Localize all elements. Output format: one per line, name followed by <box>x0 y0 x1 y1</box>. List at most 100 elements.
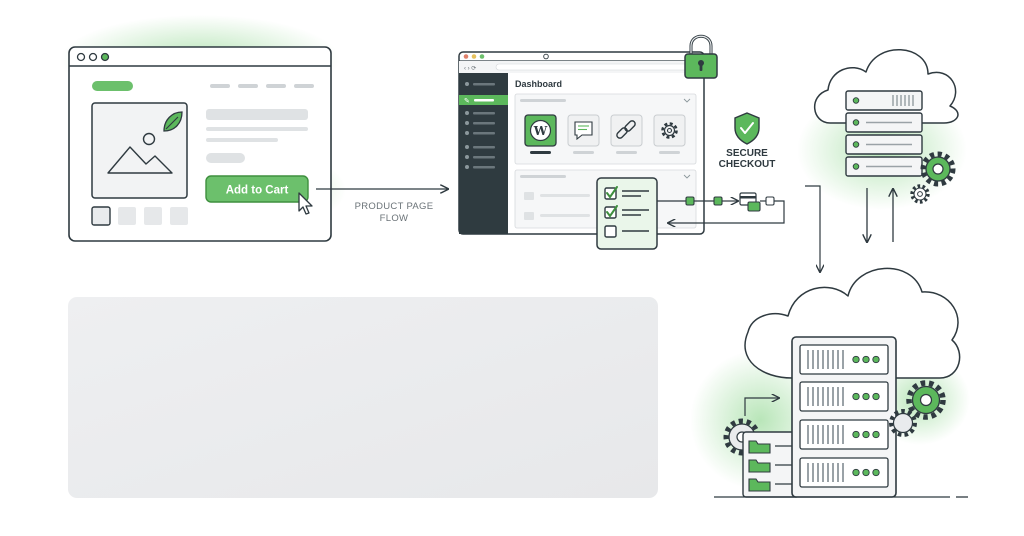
sidebar-item-icon[interactable] <box>465 131 469 135</box>
svg-text:W: W <box>533 124 548 138</box>
sidebar-item[interactable] <box>473 83 495 86</box>
gear-icon <box>910 184 930 204</box>
nav-back-icon[interactable]: ‹ › ⟳ <box>464 66 476 72</box>
server-unit <box>799 457 889 488</box>
pin-icon: ✎ <box>464 98 470 105</box>
flow-node <box>713 196 723 206</box>
product-page-window: Add to Cart <box>60 15 346 242</box>
secure-checkout-line2: CHECKOUT <box>719 159 776 170</box>
thumbnail-selected[interactable] <box>91 206 111 226</box>
return-arrow <box>668 200 785 223</box>
nav-item-placeholder[interactable] <box>238 84 258 88</box>
shield-icon <box>734 112 760 145</box>
apps-panel <box>514 93 697 165</box>
sidebar-item-icon[interactable] <box>465 165 469 169</box>
folder-stack <box>742 431 800 498</box>
add-to-cart-label: Add to Cart <box>226 185 289 197</box>
add-to-cart-button[interactable]: Add to Cart <box>205 175 309 203</box>
nav-item-placeholder[interactable] <box>210 84 230 88</box>
description-line <box>206 138 278 142</box>
app-tile-label <box>573 151 594 154</box>
flow-node <box>765 196 775 206</box>
server-unit <box>799 344 889 375</box>
sidebar-item-icon[interactable] <box>465 155 469 159</box>
list-item-line <box>540 194 590 197</box>
thumbnail[interactable] <box>144 207 162 225</box>
nav-item-placeholder[interactable] <box>294 84 314 88</box>
sidebar-item[interactable] <box>473 166 495 169</box>
checkbox-empty[interactable] <box>604 225 617 238</box>
sidebar-item[interactable] <box>473 122 495 125</box>
mountain-icon <box>107 146 173 174</box>
app-tile-wordpress[interactable]: W <box>524 114 557 154</box>
gear-icon <box>661 122 678 139</box>
sidebar-item-icon[interactable] <box>465 111 469 115</box>
sun-icon <box>142 132 156 146</box>
panel-heading-placeholder <box>520 175 566 178</box>
logo-pill <box>92 81 133 91</box>
thumbnail[interactable] <box>170 207 188 225</box>
dashboard-title: Dashboard <box>515 79 562 89</box>
app-tile-comments[interactable] <box>567 114 600 154</box>
folder-upload-arrow <box>744 398 779 416</box>
gear-icon <box>889 409 917 437</box>
url-field[interactable] <box>495 63 697 71</box>
flow-label-line1: PRODUCT PAGE <box>355 201 434 212</box>
secure-checkout-line1: SECURE <box>726 148 768 159</box>
lock-icon <box>684 34 718 79</box>
list-item-line <box>540 214 590 217</box>
window-dot <box>471 54 477 59</box>
cloud-icon <box>813 48 959 124</box>
app-tile-settings[interactable] <box>653 114 686 154</box>
nav-item-placeholder[interactable] <box>266 84 286 88</box>
sidebar-item-icon[interactable] <box>465 82 469 86</box>
list-item-thumb <box>524 192 534 200</box>
panel-heading-placeholder <box>520 99 566 102</box>
server-unit <box>799 381 889 412</box>
checkbox-checked[interactable] <box>604 186 618 200</box>
list-item-thumb <box>524 212 534 220</box>
server-rack <box>845 90 923 177</box>
wordpress-icon <box>529 119 552 142</box>
flow-node <box>685 196 695 206</box>
flow-label-line2: FLOW <box>380 213 409 224</box>
window-dot-active <box>100 52 110 62</box>
gear-icon <box>906 380 946 420</box>
app-tile-links[interactable] <box>610 114 643 154</box>
collapse-icon[interactable] <box>683 98 691 103</box>
description-line <box>206 127 308 131</box>
product-image <box>91 102 188 199</box>
sidebar-item-label <box>474 99 494 102</box>
window-dot <box>88 52 98 62</box>
sidebar-items: ✎ <box>459 82 508 169</box>
collapse-icon[interactable] <box>683 174 691 179</box>
sidebar-item-icon[interactable] <box>465 121 469 125</box>
folder-icon <box>748 478 792 492</box>
checkout-flow <box>657 192 785 223</box>
app-tile-label <box>616 151 637 154</box>
link-icon <box>616 120 636 139</box>
app-tile-label <box>530 151 551 154</box>
product-title-placeholder <box>206 109 308 120</box>
folder-icon <box>748 459 792 473</box>
window-dot <box>463 54 469 59</box>
checkbox-checked[interactable] <box>604 205 618 219</box>
leaf-icon <box>163 111 183 132</box>
sidebar-item-icon[interactable] <box>465 145 469 149</box>
gear-icon <box>920 151 956 187</box>
content-placeholder-panel <box>68 297 658 498</box>
sidebar-item[interactable] <box>473 132 495 135</box>
app-tile-label <box>659 151 680 154</box>
upper-cloud-server <box>797 48 967 210</box>
thumbnail[interactable] <box>118 207 136 225</box>
order-checklist-card <box>596 177 658 250</box>
window-dot <box>76 52 86 62</box>
server-unit <box>799 419 889 450</box>
window-dot <box>479 54 485 59</box>
sidebar-item[interactable] <box>473 156 495 159</box>
server-tower <box>791 336 897 498</box>
sidebar-item[interactable] <box>473 146 495 149</box>
sidebar-item[interactable] <box>473 112 495 115</box>
deploy-arrow <box>805 185 820 272</box>
